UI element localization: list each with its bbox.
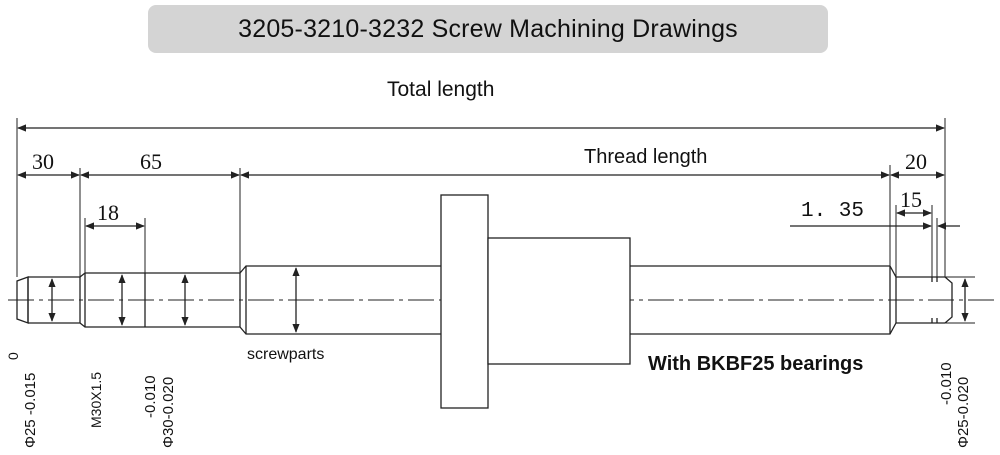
bearings-label: With BKBF25 bearings [648, 353, 864, 375]
right-shaft-top [630, 265, 945, 278]
dim-30-label: 30 [32, 149, 54, 174]
left-shaft-top [28, 265, 441, 278]
title-banner: 3205-3210-3232 Screw Machining Drawings [148, 5, 828, 53]
dim-20-label: 20 [905, 149, 927, 174]
dim-65-label: 65 [140, 149, 162, 174]
nut-body [487, 237, 631, 365]
dim-18-label: 18 [97, 200, 119, 225]
total-length-label: Total length [387, 78, 495, 101]
dia-25-right-label: Φ25-0.020 [955, 376, 972, 448]
snap-ring-groove [931, 277, 938, 323]
screwparts-label: screwparts [247, 346, 325, 363]
left-shaft-bottom [28, 322, 441, 335]
dia-25-left-label: Φ25 -0.015 [22, 372, 39, 448]
right-shaft-bottom [630, 322, 945, 335]
thread-length-label: Thread length [584, 146, 708, 168]
dim-1-35-label: 1. 35 [801, 200, 865, 223]
dia-25-left-upper-tol: 0 [5, 352, 21, 360]
dia-25-right-upper-tol: -0.010 [938, 362, 955, 405]
drawing-title: 3205-3210-3232 Screw Machining Drawings [238, 14, 738, 43]
right-end-chamfer [944, 276, 953, 324]
dim-15-label: 15 [900, 187, 922, 212]
dia-30-upper-tol: -0.010 [142, 375, 159, 418]
dia-30-label: Φ30-0.020 [160, 376, 177, 448]
nut-flange [440, 194, 489, 409]
m30-thread-label: M30X1.5 [88, 371, 104, 428]
